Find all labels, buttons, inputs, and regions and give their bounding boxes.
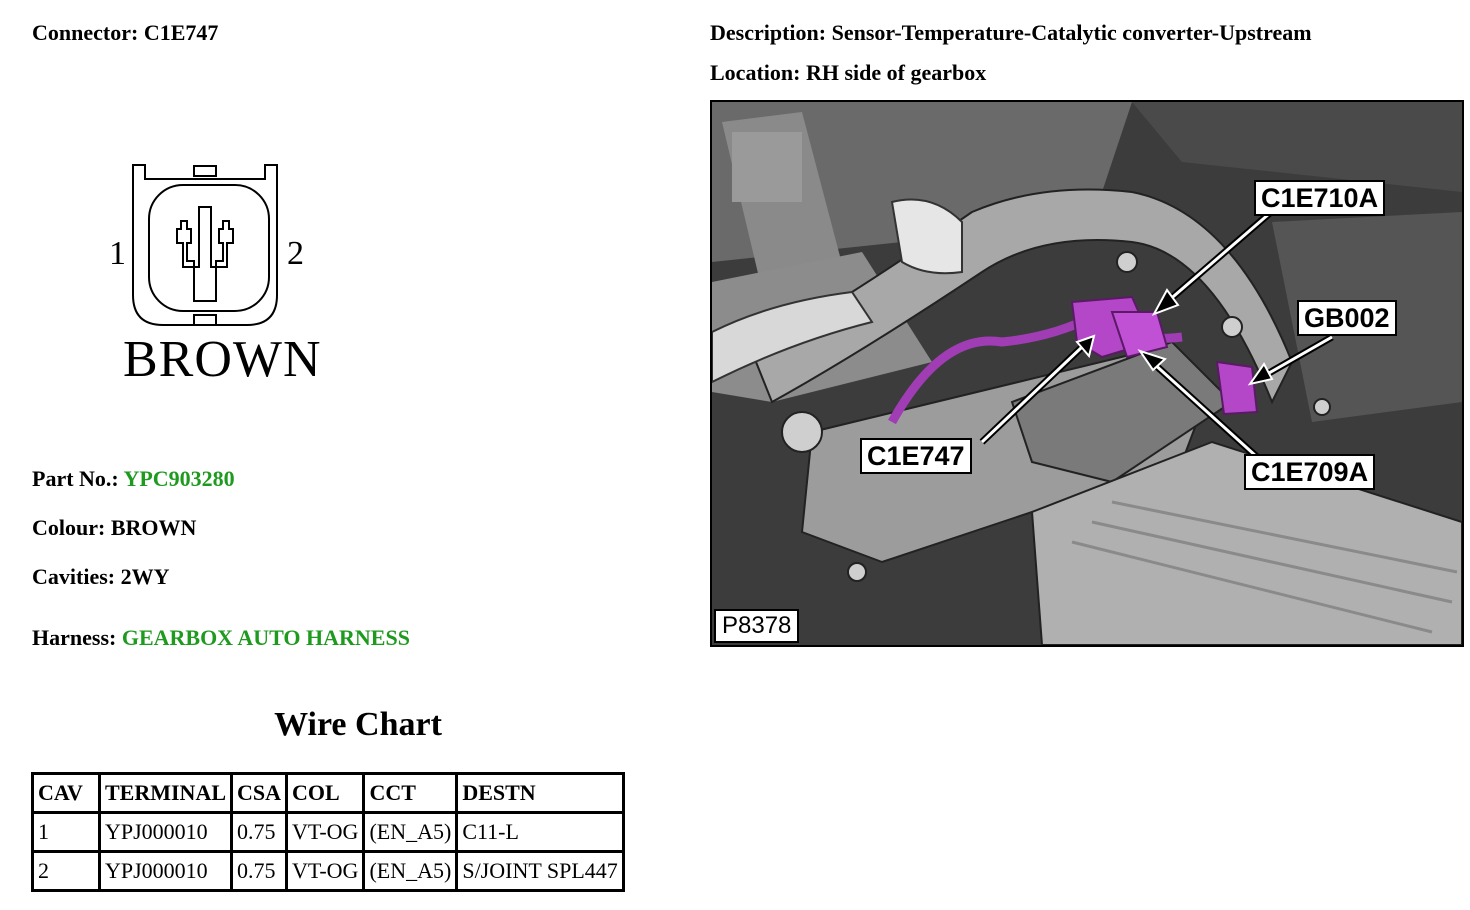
colour-line: Colour: BROWN xyxy=(32,515,196,541)
callout-gb002: GB002 xyxy=(1297,300,1397,336)
header-col: COL xyxy=(285,772,366,814)
callout-c1e709a: C1E709A xyxy=(1244,454,1376,490)
pin-1-label: 1 xyxy=(109,235,126,272)
colour-value: BROWN xyxy=(110,515,197,540)
cavities-line: Cavities: 2WY xyxy=(32,564,169,590)
table-row: 2 YPJ000010 0.75 VT-OG (EN_A5) S/JOINT S… xyxy=(31,850,625,892)
header-cav: CAV xyxy=(31,772,101,814)
callout-c1e747: C1E747 xyxy=(860,438,972,474)
gearbox-illustration xyxy=(712,102,1462,645)
description-line: Description: Sensor-Temperature-Catalyti… xyxy=(710,20,1312,46)
location-line: Location: RH side of gearbox xyxy=(710,60,986,86)
cell-destn: C11-L xyxy=(455,811,625,853)
description-value: Sensor-Temperature-Catalytic converter-U… xyxy=(831,20,1312,45)
connector-value: C1E747 xyxy=(143,20,219,45)
harness-line: Harness: GEARBOX AUTO HARNESS xyxy=(32,625,410,651)
photo-reference-id: P8378 xyxy=(714,609,800,643)
part-no-line: Part No.: YPC903280 xyxy=(32,466,235,492)
cavities-label: Cavities: xyxy=(32,564,116,589)
part-no-label: Part No.: xyxy=(32,466,119,491)
cell-cct: (EN_A5) xyxy=(362,811,459,853)
connector-label: Connector: xyxy=(32,20,139,45)
table-row: 1 YPJ000010 0.75 VT-OG (EN_A5) C11-L xyxy=(31,811,625,853)
location-photo: C1E710A GB002 C1E747 C1E709A P8378 xyxy=(710,100,1464,647)
header-terminal: TERMINAL xyxy=(97,772,234,814)
pin-2-label: 2 xyxy=(287,235,304,272)
location-label: Location: xyxy=(710,60,801,85)
wire-chart-title: Wire Chart xyxy=(274,706,442,743)
location-value: RH side of gearbox xyxy=(805,60,987,85)
cavities-value: 2WY xyxy=(120,564,170,589)
cell-col: VT-OG xyxy=(285,850,366,892)
harness-link[interactable]: GEARBOX AUTO HARNESS xyxy=(121,625,410,650)
wire-chart-table: CAV TERMINAL CSA COL CCT DESTN 1 YPJ0000… xyxy=(31,772,625,892)
cell-cav: 2 xyxy=(31,850,101,892)
connector-pin-diagram: 1 2 BROWN xyxy=(105,155,322,395)
harness-label: Harness: xyxy=(32,625,117,650)
diagram-color-text: BROWN xyxy=(123,331,322,388)
cell-csa: 0.75 xyxy=(230,850,289,892)
connector-line: Connector: C1E747 xyxy=(32,20,218,46)
cell-terminal: YPJ000010 xyxy=(97,811,234,853)
cell-csa: 0.75 xyxy=(230,811,289,853)
cell-col: VT-OG xyxy=(285,811,366,853)
cell-cct: (EN_A5) xyxy=(362,850,459,892)
table-header-row: CAV TERMINAL CSA COL CCT DESTN xyxy=(31,772,625,814)
header-destn: DESTN xyxy=(455,772,625,814)
cell-destn: S/JOINT SPL447 xyxy=(455,850,625,892)
connector-outline-icon xyxy=(132,164,278,326)
callout-c1e710a: C1E710A xyxy=(1254,180,1386,216)
header-csa: CSA xyxy=(230,772,289,814)
cell-terminal: YPJ000010 xyxy=(97,850,234,892)
colour-label: Colour: xyxy=(32,515,106,540)
cell-cav: 1 xyxy=(31,811,101,853)
part-no-link[interactable]: YPC903280 xyxy=(123,466,235,491)
header-cct: CCT xyxy=(362,772,459,814)
description-label: Description: xyxy=(710,20,827,45)
